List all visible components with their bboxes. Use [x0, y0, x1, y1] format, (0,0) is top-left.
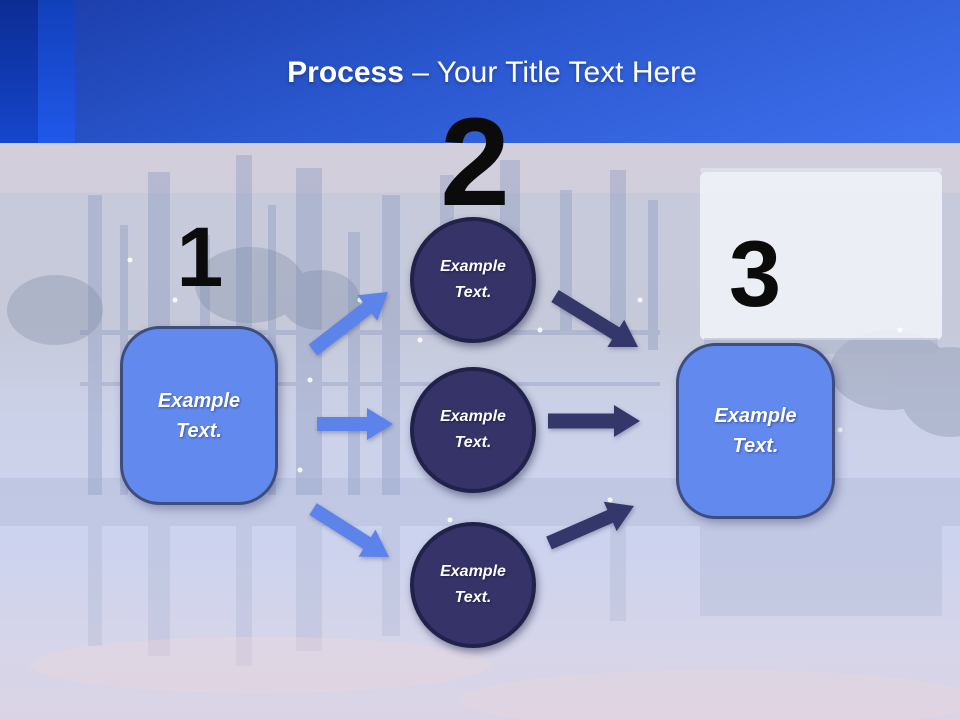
left-accent-stripe-dark — [0, 0, 38, 143]
step2-circle-1-label: Example Text. — [440, 257, 506, 301]
step3-box[interactable]: Example Text. — [676, 343, 835, 519]
step2-circle-3-label: Example Text. — [440, 562, 506, 606]
step2-circle-3[interactable]: Example Text. — [410, 522, 536, 648]
step-number-3[interactable]: 3 — [728, 221, 782, 326]
step2-circle-2-label: Example Text. — [440, 407, 506, 451]
step3-label: Example Text. — [714, 405, 797, 457]
step-number-1[interactable]: 1 — [176, 210, 224, 304]
arrow-step1-to-circle3[interactable] — [309, 503, 389, 557]
step2-circle-1[interactable]: Example Text. — [410, 217, 536, 343]
arrow-circle3-to-step3[interactable] — [546, 501, 634, 550]
slide-title[interactable]: Process – Your Title Text Here — [0, 55, 960, 91]
left-accent-stripe-light — [38, 0, 75, 143]
step-number-2[interactable]: 2 — [440, 93, 510, 232]
arrow-step1-to-circle1[interactable] — [308, 292, 388, 356]
step1-box[interactable]: Example Text. — [120, 326, 278, 505]
background-pink-clouds — [30, 637, 960, 720]
arrow-circle1-to-step3[interactable] — [551, 290, 638, 347]
slide-title-regular: – Your Title Text Here — [403, 56, 697, 89]
arrow-circle2-to-step3[interactable] — [548, 405, 640, 437]
header-band — [0, 0, 960, 143]
arrow-step1-to-circle2[interactable] — [317, 408, 393, 440]
step1-label: Example Text. — [157, 389, 241, 442]
step2-circle-2[interactable]: Example Text. — [410, 367, 536, 493]
slide-title-bold: Process — [287, 56, 404, 89]
